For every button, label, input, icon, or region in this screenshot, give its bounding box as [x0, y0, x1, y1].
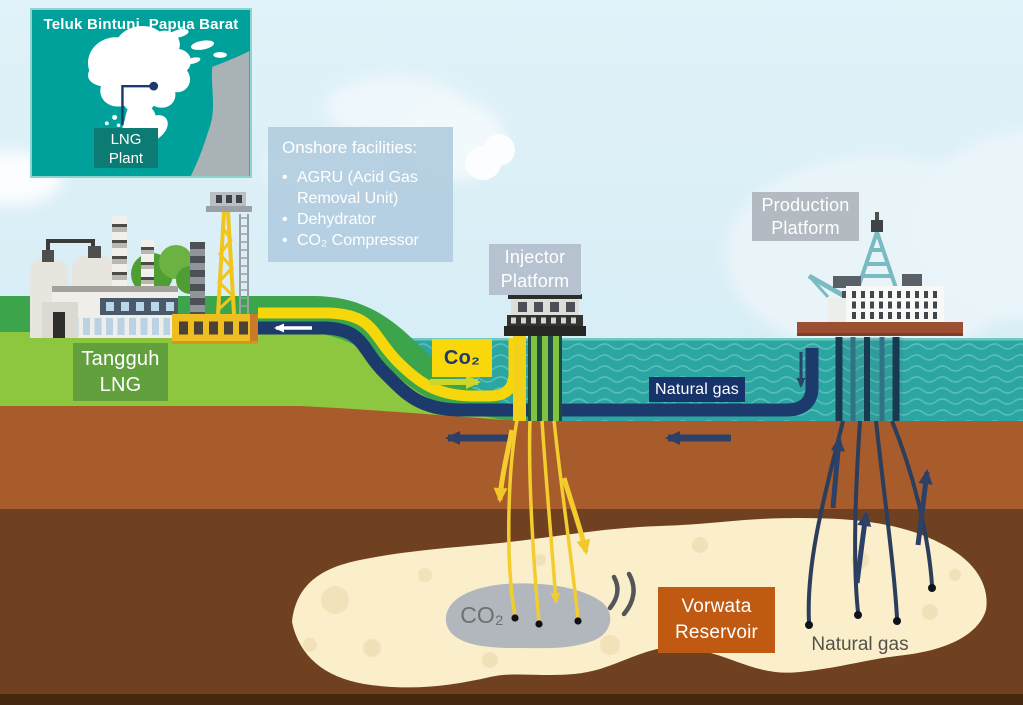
- injector-platform: [504, 294, 586, 421]
- co2-pipeline: [258, 307, 520, 402]
- natural-gas-pipeline-label: Natural gas: [649, 377, 745, 402]
- injector-platform-label: Injector Platform: [489, 244, 581, 295]
- facility-co2-compressor: CO₂ Compressor: [297, 232, 419, 249]
- co2-pipeline-label: Co₂: [432, 339, 492, 377]
- bullet-icon: •: [282, 211, 288, 228]
- production-platform-label: Production Platform: [752, 192, 859, 241]
- tangguh-lng-label: Tangguh LNG: [73, 343, 168, 401]
- seismic-waves-icon: [607, 571, 636, 617]
- vorwata-reservoir-label: Vorwata Reservoir: [658, 587, 775, 653]
- injection-well-ends: [511, 614, 582, 628]
- production-platform: [797, 212, 963, 421]
- lng-plant-label: LNG Plant: [94, 128, 158, 168]
- natural-gas-wells: [806, 420, 934, 623]
- pipelines: [258, 307, 819, 417]
- natural-gas-wells-text: Natural gas: [811, 634, 909, 655]
- location-map-inset: Teluk Bintuni, Papua Barat LNG Plant: [30, 8, 252, 178]
- bullet-icon: •: [282, 232, 288, 249]
- mainland-papua-shape: [190, 51, 250, 176]
- facility-dehydrator: Dehydrator: [297, 211, 377, 228]
- co2-plume-shape: [445, 583, 611, 649]
- natural-gas-pipeline: [258, 321, 819, 417]
- onshore-facilities-title: Onshore facilities:: [282, 138, 418, 157]
- gas-well-ends: [805, 584, 936, 629]
- co2-plume-text: CO₂: [460, 602, 504, 628]
- facility-agru: AGRU (Acid Gas Removal Unit): [297, 169, 418, 207]
- lng-plant-location-dot: [149, 81, 159, 91]
- lng-plant-illustration: [30, 192, 258, 344]
- co2-injection-wells: [493, 419, 591, 623]
- lng-plant-pointer-line: [121, 84, 154, 126]
- flow-arrows: [274, 323, 806, 445]
- list-item: • CO₂ Compressor: [282, 230, 443, 251]
- onshore-facilities-list: • AGRU (Acid Gas Removal Unit) • Dehydra…: [282, 167, 443, 251]
- onshore-facilities-box: Onshore facilities: • AGRU (Acid Gas Rem…: [268, 127, 453, 262]
- list-item: • Dehydrator: [282, 209, 443, 230]
- map-title: Teluk Bintuni, Papua Barat: [43, 16, 239, 33]
- bullet-icon: •: [282, 169, 288, 186]
- list-item: • AGRU (Acid Gas Removal Unit): [282, 167, 443, 209]
